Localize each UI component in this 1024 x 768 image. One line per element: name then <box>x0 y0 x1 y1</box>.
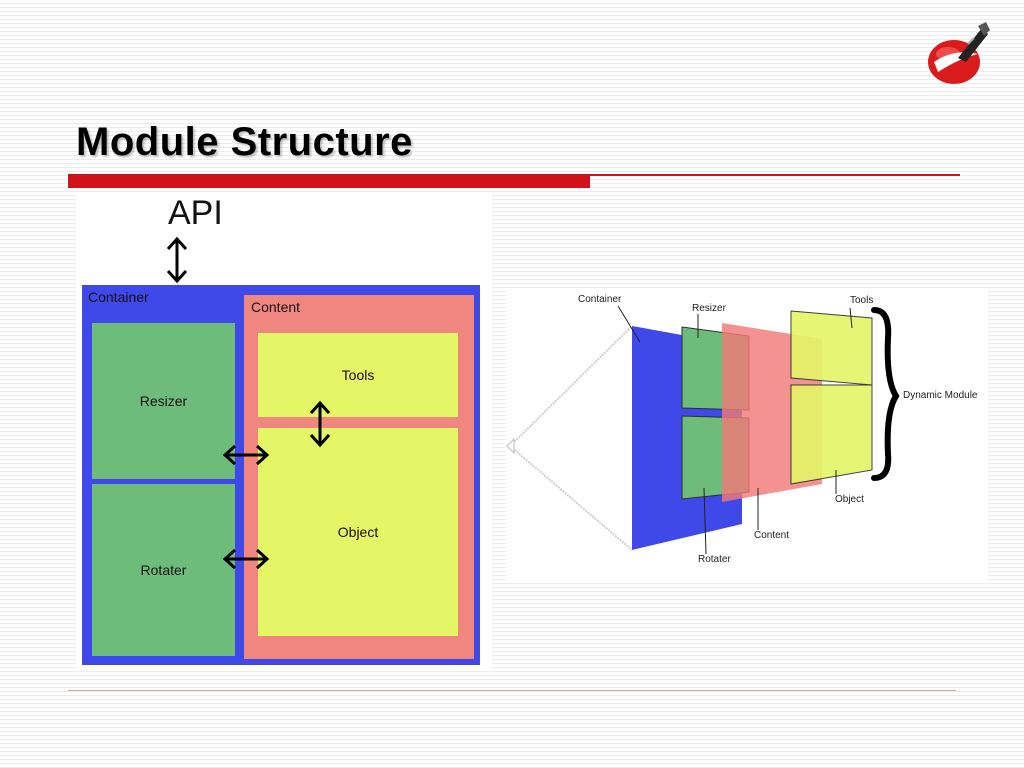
rotater-label: Rotater <box>140 562 187 578</box>
resizer-box: Resizer <box>92 323 235 479</box>
module-layer-diagram: Container Resizer Tools Dynamic Module O… <box>506 288 988 580</box>
api-label: API <box>168 194 223 232</box>
content-label: Content <box>251 299 301 315</box>
red-globe-brush-logo-icon <box>928 22 990 84</box>
resizer-label: Resizer <box>139 393 188 409</box>
layer-content-label: Content <box>754 530 790 541</box>
vertical-double-arrow-icon <box>166 236 188 284</box>
object-layer <box>790 384 873 485</box>
layer-resizer-label: Resizer <box>692 303 726 314</box>
horizontal-double-arrow-icon <box>222 444 270 466</box>
container-label: Container <box>88 289 149 305</box>
tools-label: Tools <box>341 367 375 383</box>
horizontal-double-arrow-icon <box>222 548 270 570</box>
object-label: Object <box>337 524 379 540</box>
page-title: Module Structure <box>76 120 413 164</box>
layer-container-label: Container <box>578 294 622 305</box>
footer-divider <box>68 690 956 691</box>
dynamic-module-label: Dynamic Module <box>903 390 978 401</box>
layer-rotater-label: Rotater <box>698 554 731 565</box>
rotater-box: Rotater <box>92 484 235 656</box>
tools-box: Tools <box>258 333 458 417</box>
object-box: Object <box>258 428 458 636</box>
dynamic-module-brace <box>871 307 900 481</box>
layer-tools-label: Tools <box>850 295 874 306</box>
vertical-double-arrow-icon <box>309 400 331 448</box>
tools-layer <box>790 310 873 386</box>
layer-diagram-graphic <box>506 305 900 555</box>
layer-object-label: Object <box>835 494 864 505</box>
module-block-diagram: API Container Content Resizer Rotater To… <box>76 194 492 670</box>
title-underline-thin <box>590 174 960 176</box>
title-underline-thick <box>68 174 590 188</box>
